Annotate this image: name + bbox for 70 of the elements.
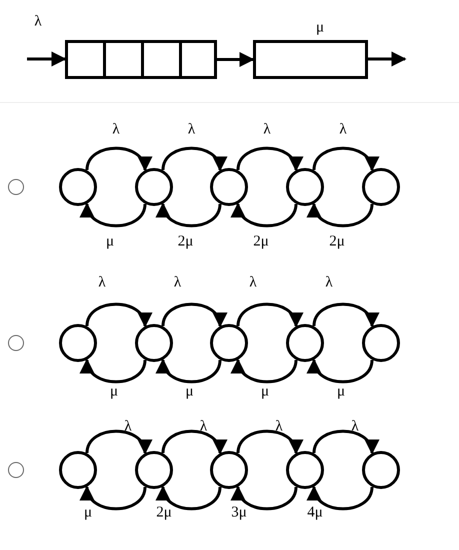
edge-label: λ	[112, 122, 120, 138]
edge-label: λ	[249, 276, 257, 290]
arrow	[312, 302, 378, 328]
queue-box	[65, 40, 217, 79]
arrow	[368, 52, 406, 66]
state-circle	[286, 324, 324, 362]
state-circle	[59, 168, 97, 206]
state-circle	[362, 324, 400, 362]
edge-label: λ	[263, 122, 271, 138]
arrow	[217, 52, 254, 67]
state-circle	[135, 451, 173, 489]
edge-label: λ	[200, 420, 208, 434]
arrow	[232, 202, 298, 228]
arrow	[312, 430, 378, 454]
arrow	[162, 146, 226, 172]
state-circle	[210, 451, 248, 489]
edge-label: 2μ	[156, 506, 172, 520]
arrow	[158, 358, 222, 384]
arrow	[82, 486, 146, 510]
arrow	[308, 202, 374, 228]
rate-label: μ	[316, 20, 324, 36]
arrow	[82, 202, 146, 228]
edge-label: 2μ	[178, 234, 194, 250]
edge-label: μ	[106, 234, 114, 250]
edge-label: μ	[84, 506, 92, 520]
arrow	[232, 486, 298, 510]
edge-label: λ	[124, 420, 132, 434]
arrow	[308, 358, 374, 384]
edge-label: λ	[98, 276, 106, 290]
arrow	[232, 358, 298, 384]
arrow	[86, 430, 150, 454]
edge-label: λ	[339, 122, 347, 138]
state-circle	[286, 168, 324, 206]
edge-label: λ	[174, 276, 182, 290]
state-circle	[59, 324, 97, 362]
arrow	[308, 486, 374, 510]
arrow	[162, 302, 226, 328]
state-circle	[135, 324, 173, 362]
arrow	[162, 430, 226, 454]
edge-label: λ	[325, 276, 333, 290]
state-circle	[59, 451, 97, 489]
state-circle	[286, 451, 324, 489]
arrow	[236, 430, 302, 454]
edge-label: λ	[275, 420, 283, 434]
edge-label: μ	[110, 384, 118, 400]
arrow	[236, 146, 302, 172]
arrow	[158, 202, 222, 228]
state-circle	[362, 168, 400, 206]
arrow	[86, 302, 150, 328]
edge-label: λ	[34, 14, 42, 30]
server-box	[253, 40, 368, 79]
edge-label: λ	[351, 420, 359, 434]
edge-label: μ	[185, 384, 194, 400]
edge-label: 3μ	[231, 506, 247, 520]
arrow	[236, 302, 302, 328]
edge-label: μ	[336, 384, 346, 400]
arrow	[27, 52, 66, 66]
state-circle	[210, 168, 248, 206]
edge-label: 4μ	[307, 506, 323, 520]
arrow	[312, 146, 378, 172]
state-circle	[135, 168, 173, 206]
edge-label: 2μ	[329, 234, 345, 250]
edge-label: 2μ	[253, 234, 269, 250]
arrow	[86, 146, 150, 172]
arrow	[82, 358, 146, 384]
edge-label: μ	[260, 384, 270, 400]
arrow	[158, 486, 222, 510]
state-circle	[210, 324, 248, 362]
edge-label: λ	[188, 122, 196, 138]
state-circle	[362, 451, 400, 489]
